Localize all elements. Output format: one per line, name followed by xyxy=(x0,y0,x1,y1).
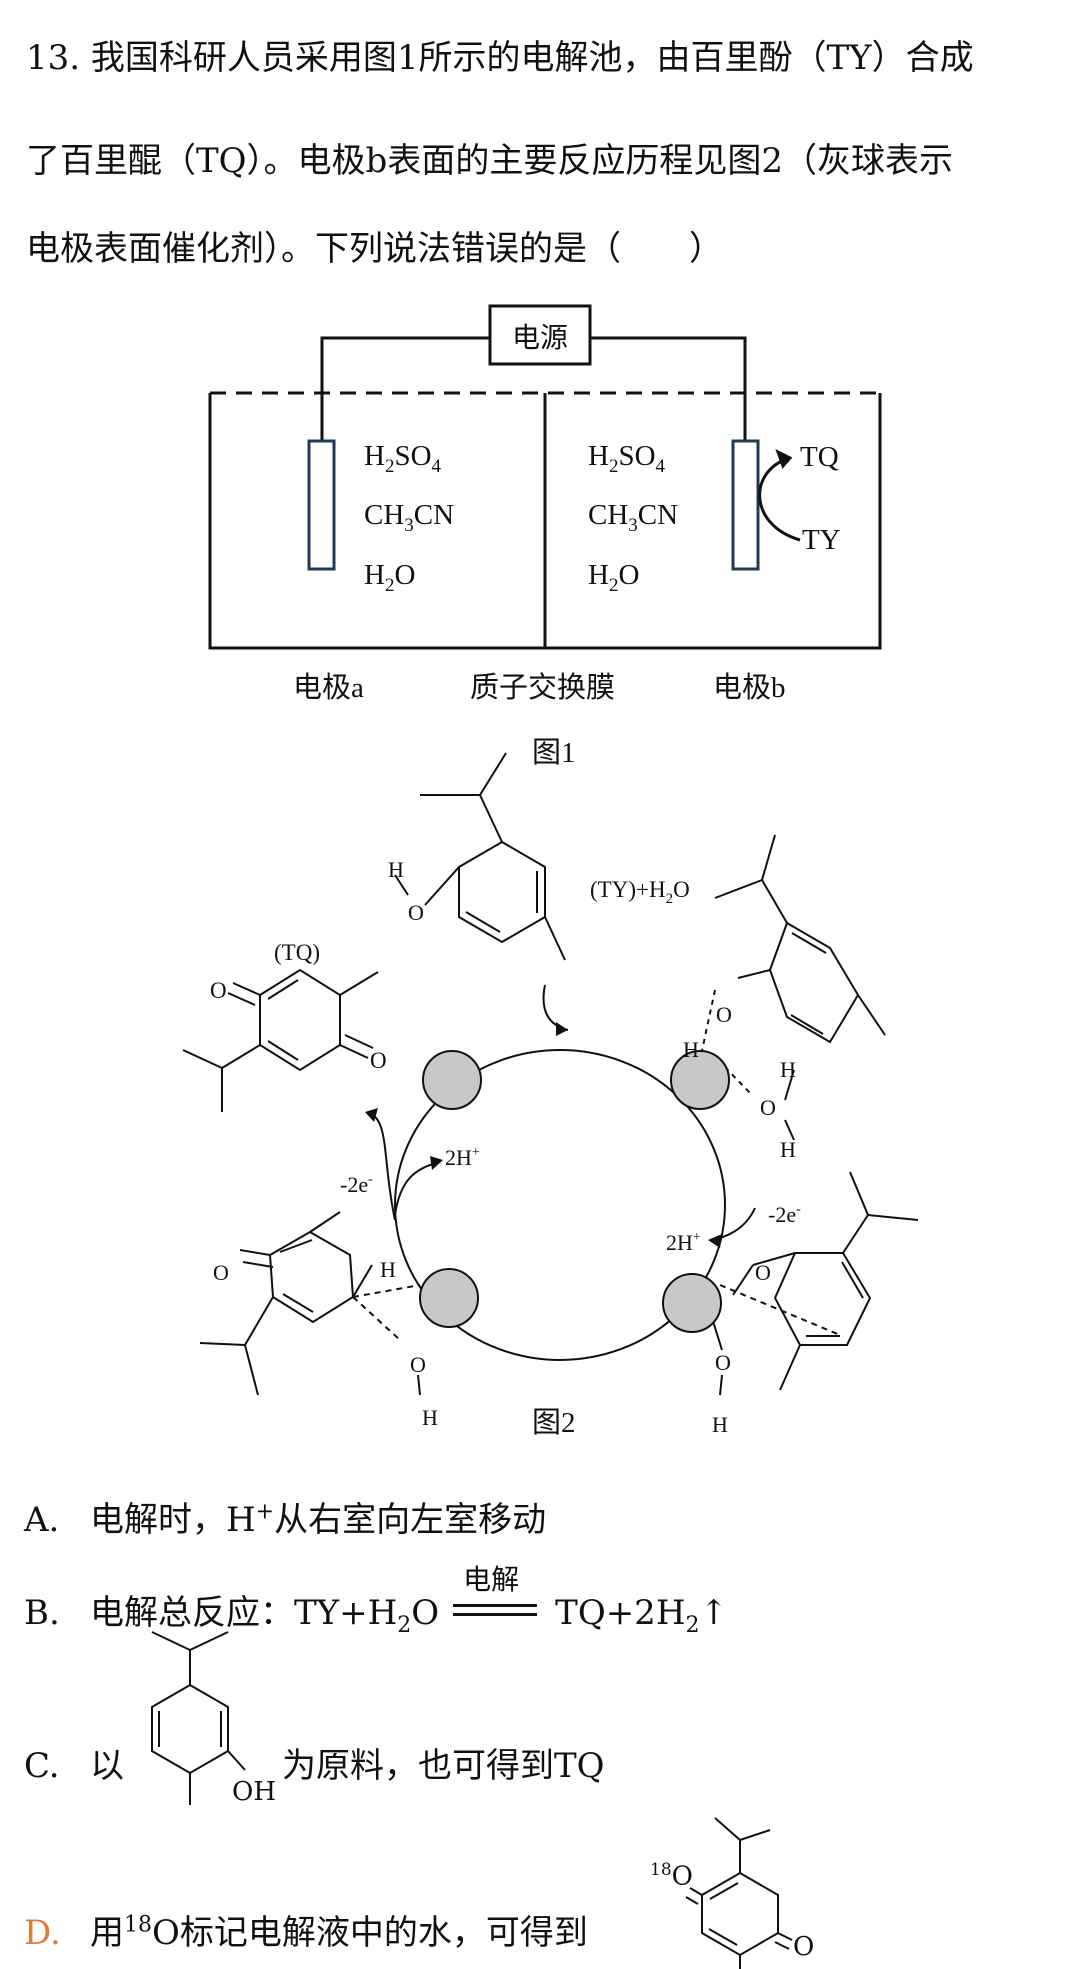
right-minus-2e: -2e- xyxy=(768,1202,801,1227)
wire-left xyxy=(320,336,490,440)
tq-label-fig2: (TQ) xyxy=(274,940,320,965)
catalyst-ball-top-left xyxy=(422,1050,482,1110)
water-o: O xyxy=(760,1095,776,1120)
option-c-text-1: 以 xyxy=(90,1746,124,1786)
ty-water-label: (TY)+H2O xyxy=(590,877,690,907)
option-b-arrow: ↑ xyxy=(699,1593,728,1633)
option-a-letter: A. xyxy=(24,1500,60,1540)
right-ch3cn: CH3CN xyxy=(588,499,678,536)
ty-label: TY xyxy=(802,524,841,556)
right-bottom-o: O xyxy=(755,1260,771,1285)
electrode-a xyxy=(307,439,336,571)
option-b-text-3: TQ+2H xyxy=(555,1593,686,1633)
ty-molecule-top xyxy=(394,752,566,961)
option-c-text-2: 为原料，也可得到TQ xyxy=(282,1746,605,1786)
left-proton-arrow xyxy=(394,1161,441,1216)
question-line-2: 了百里醌（TQ）。电极b表面的主要反应历程见图2（灰球表示 xyxy=(26,141,953,181)
power-supply-label: 电源 xyxy=(512,322,568,354)
question-line-3: 电极表面催化剂）。下列说法错误的是（ ） xyxy=(26,229,723,269)
left-h2so4: H2SO4 xyxy=(364,440,442,477)
ty-to-tq-arrowhead xyxy=(775,448,793,469)
right-proton-arrow xyxy=(709,1207,756,1241)
electrode-b xyxy=(731,439,760,571)
water-h-top: H xyxy=(780,1057,796,1082)
right-top-o: O xyxy=(716,1002,732,1027)
option-d-18o: 18O xyxy=(650,1860,693,1892)
option-b-sub-1: 2 xyxy=(397,1612,412,1638)
membrane-label: 质子交换膜 xyxy=(470,671,615,704)
option-c-letter: C. xyxy=(24,1746,60,1786)
right-top-h: H xyxy=(683,1037,699,1062)
electrolysis-condition: 电解 xyxy=(447,1563,547,1624)
left-bottom-h: H xyxy=(380,1257,396,1282)
ty-adsorbed-molecule xyxy=(699,834,886,1141)
tq-label: TQ xyxy=(800,441,839,473)
option-d-molecule xyxy=(685,1817,793,1969)
question-line-1: 13. 我国科研人员采用图1所示的电解池，由百里酚（TY）合成 xyxy=(26,38,974,78)
right-h2o: H2O xyxy=(588,559,639,596)
left-minus-2e: -2e- xyxy=(340,1172,373,1197)
option-d-letter: D. xyxy=(24,1913,61,1953)
option-b-text-1: 电解总反应：TY+H xyxy=(90,1593,398,1633)
left-bottom-o: O xyxy=(213,1260,229,1285)
option-d-o: O xyxy=(793,1932,815,1962)
right-h2so4: H2SO4 xyxy=(588,440,666,477)
ty-entry-arrow xyxy=(542,984,569,1031)
figure-1-caption: 图1 xyxy=(532,737,576,769)
ty-o-label: O xyxy=(408,900,424,925)
left-h2o: H2O xyxy=(364,559,415,596)
option-a-text-1: 电解时，H xyxy=(90,1500,256,1540)
figure-1 xyxy=(208,304,882,650)
tq-o-right: O xyxy=(370,1048,387,1073)
adsorbed-intermediate-right xyxy=(711,1171,919,1396)
option-b-letter: B. xyxy=(24,1593,60,1633)
catalyst-ball-bottom-right xyxy=(662,1273,722,1333)
option-b-sub-2: 2 xyxy=(685,1612,700,1638)
option-a-text-2: 从右室向左室移动 xyxy=(274,1500,547,1540)
figure-2 xyxy=(182,752,919,1396)
left-electron-arrow xyxy=(367,1111,396,1221)
ty-to-tq-arrow xyxy=(758,456,801,542)
power-supply-box xyxy=(488,304,592,366)
right-bottom-oh-o: O xyxy=(715,1350,731,1375)
tq-o-left: O xyxy=(210,978,227,1003)
water-h-bottom: H xyxy=(780,1137,796,1162)
left-ch3cn: CH3CN xyxy=(364,499,454,536)
left-bottom-oh-h: H xyxy=(422,1405,438,1430)
left-2h-plus: 2H+ xyxy=(445,1145,480,1170)
option-a-sup: + xyxy=(255,1499,275,1525)
electrolysis-label: 电解 xyxy=(463,1563,520,1596)
option-c[interactable]: C. 以 为原料，也可得到TQ xyxy=(24,1738,605,1787)
option-c-molecule xyxy=(151,1631,246,1805)
option-b-text-2: O xyxy=(411,1593,440,1633)
tq-molecule xyxy=(182,968,379,1112)
adsorbed-intermediate-left xyxy=(199,1211,421,1396)
left-bottom-oh-o: O xyxy=(410,1352,426,1377)
right-bottom-oh-h: H xyxy=(712,1412,728,1437)
option-d-sup: 18 xyxy=(124,1912,152,1938)
option-d-text-2: O标记电解液中的水，可得到 xyxy=(152,1913,588,1953)
catalytic-cycle-ring xyxy=(394,1049,726,1361)
option-a[interactable]: A. 电解时，H+从右室向左室移动 xyxy=(24,1492,546,1541)
electrode-b-label: 电极b xyxy=(713,671,786,704)
option-d[interactable]: D. 用18O标记电解液中的水，可得到 xyxy=(24,1905,588,1954)
right-2h-plus: 2H+ xyxy=(666,1230,701,1255)
ty-h-label: H xyxy=(388,857,404,882)
catalyst-ball-top-right xyxy=(670,1050,730,1110)
electrode-a-label: 电极a xyxy=(293,671,364,704)
wire-right xyxy=(590,336,747,440)
catalyst-ball-bottom-left xyxy=(419,1268,479,1328)
option-d-text-1: 用 xyxy=(90,1913,124,1953)
figure-2-caption: 图2 xyxy=(532,1407,576,1439)
option-c-oh: OH xyxy=(232,1777,276,1807)
